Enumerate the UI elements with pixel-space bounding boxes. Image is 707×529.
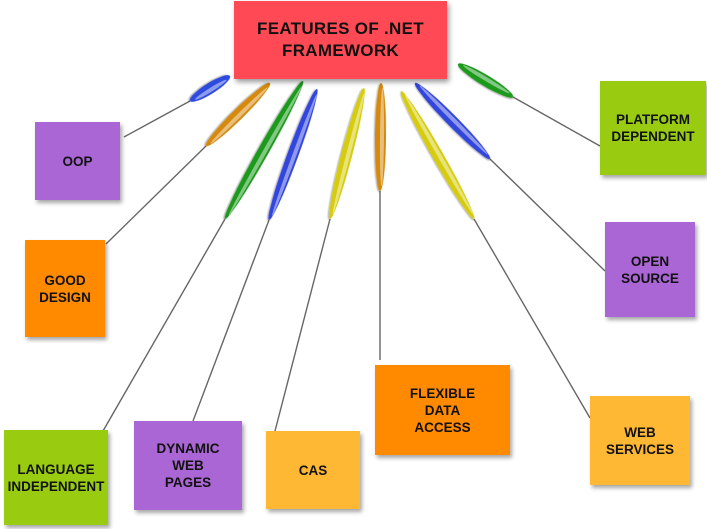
connector-line-web-services: [473, 218, 591, 419]
feature-label-platform-dependent: PLATFORM DEPENDENT: [611, 112, 695, 144]
feature-label-flexible-data-access: FLEXIBLE DATA ACCESS: [409, 385, 476, 435]
feature-box-good-design: GOOD DESIGN: [25, 240, 105, 337]
connector-line-language-independent: [102, 218, 226, 432]
feature-label-open-source: OPEN SOURCE: [621, 253, 679, 286]
connector-line-cas: [274, 218, 331, 432]
connector-line-good-design: [105, 145, 207, 245]
petal-cas: [329, 87, 365, 220]
title-box: FEATURES OF .NET FRAMEWORK: [234, 1, 447, 79]
feature-box-platform-dependent: PLATFORM DEPENDENT: [600, 81, 706, 175]
feature-box-open-source: OPEN SOURCE: [605, 222, 695, 317]
feature-label-oop: OOP: [62, 153, 93, 169]
title-text: FEATURES OF .NET FRAMEWORK: [257, 19, 424, 60]
feature-box-cas: CAS: [266, 431, 360, 509]
petal-good-design: [205, 82, 271, 147]
feature-box-language-independent: LANGUAGE INDEPENDENT: [4, 430, 108, 525]
feature-label-good-design: GOOD DESIGN: [39, 272, 91, 305]
connector-line-open-source: [489, 158, 606, 272]
connector-line-oop: [123, 100, 191, 138]
petal-flexible-data-access: [374, 82, 387, 192]
feature-box-web-services: WEB SERVICES: [590, 396, 690, 485]
connector-line-platform-dependent: [512, 96, 601, 147]
petal-web-services: [400, 90, 475, 220]
feature-box-dynamic-web-pages: DYNAMIC WEB PAGES: [134, 421, 242, 510]
petal-open-source: [414, 82, 491, 160]
feature-label-language-independent: LANGUAGE INDEPENDENT: [7, 461, 105, 494]
petal-language-independent: [224, 80, 304, 220]
feature-box-flexible-data-access: FLEXIBLE DATA ACCESS: [375, 365, 510, 455]
connector-line-dynamic-web-pages: [192, 219, 270, 422]
feature-label-dynamic-web-pages: DYNAMIC WEB PAGES: [156, 441, 220, 490]
feature-label-web-services: WEB SERVICES: [605, 424, 675, 457]
petal-oop: [189, 75, 231, 102]
petal-platform-dependent: [457, 63, 514, 98]
feature-box-oop: OOP: [35, 122, 120, 200]
petal-dynamic-web-pages: [268, 88, 318, 221]
feature-label-cas: CAS: [298, 462, 328, 478]
